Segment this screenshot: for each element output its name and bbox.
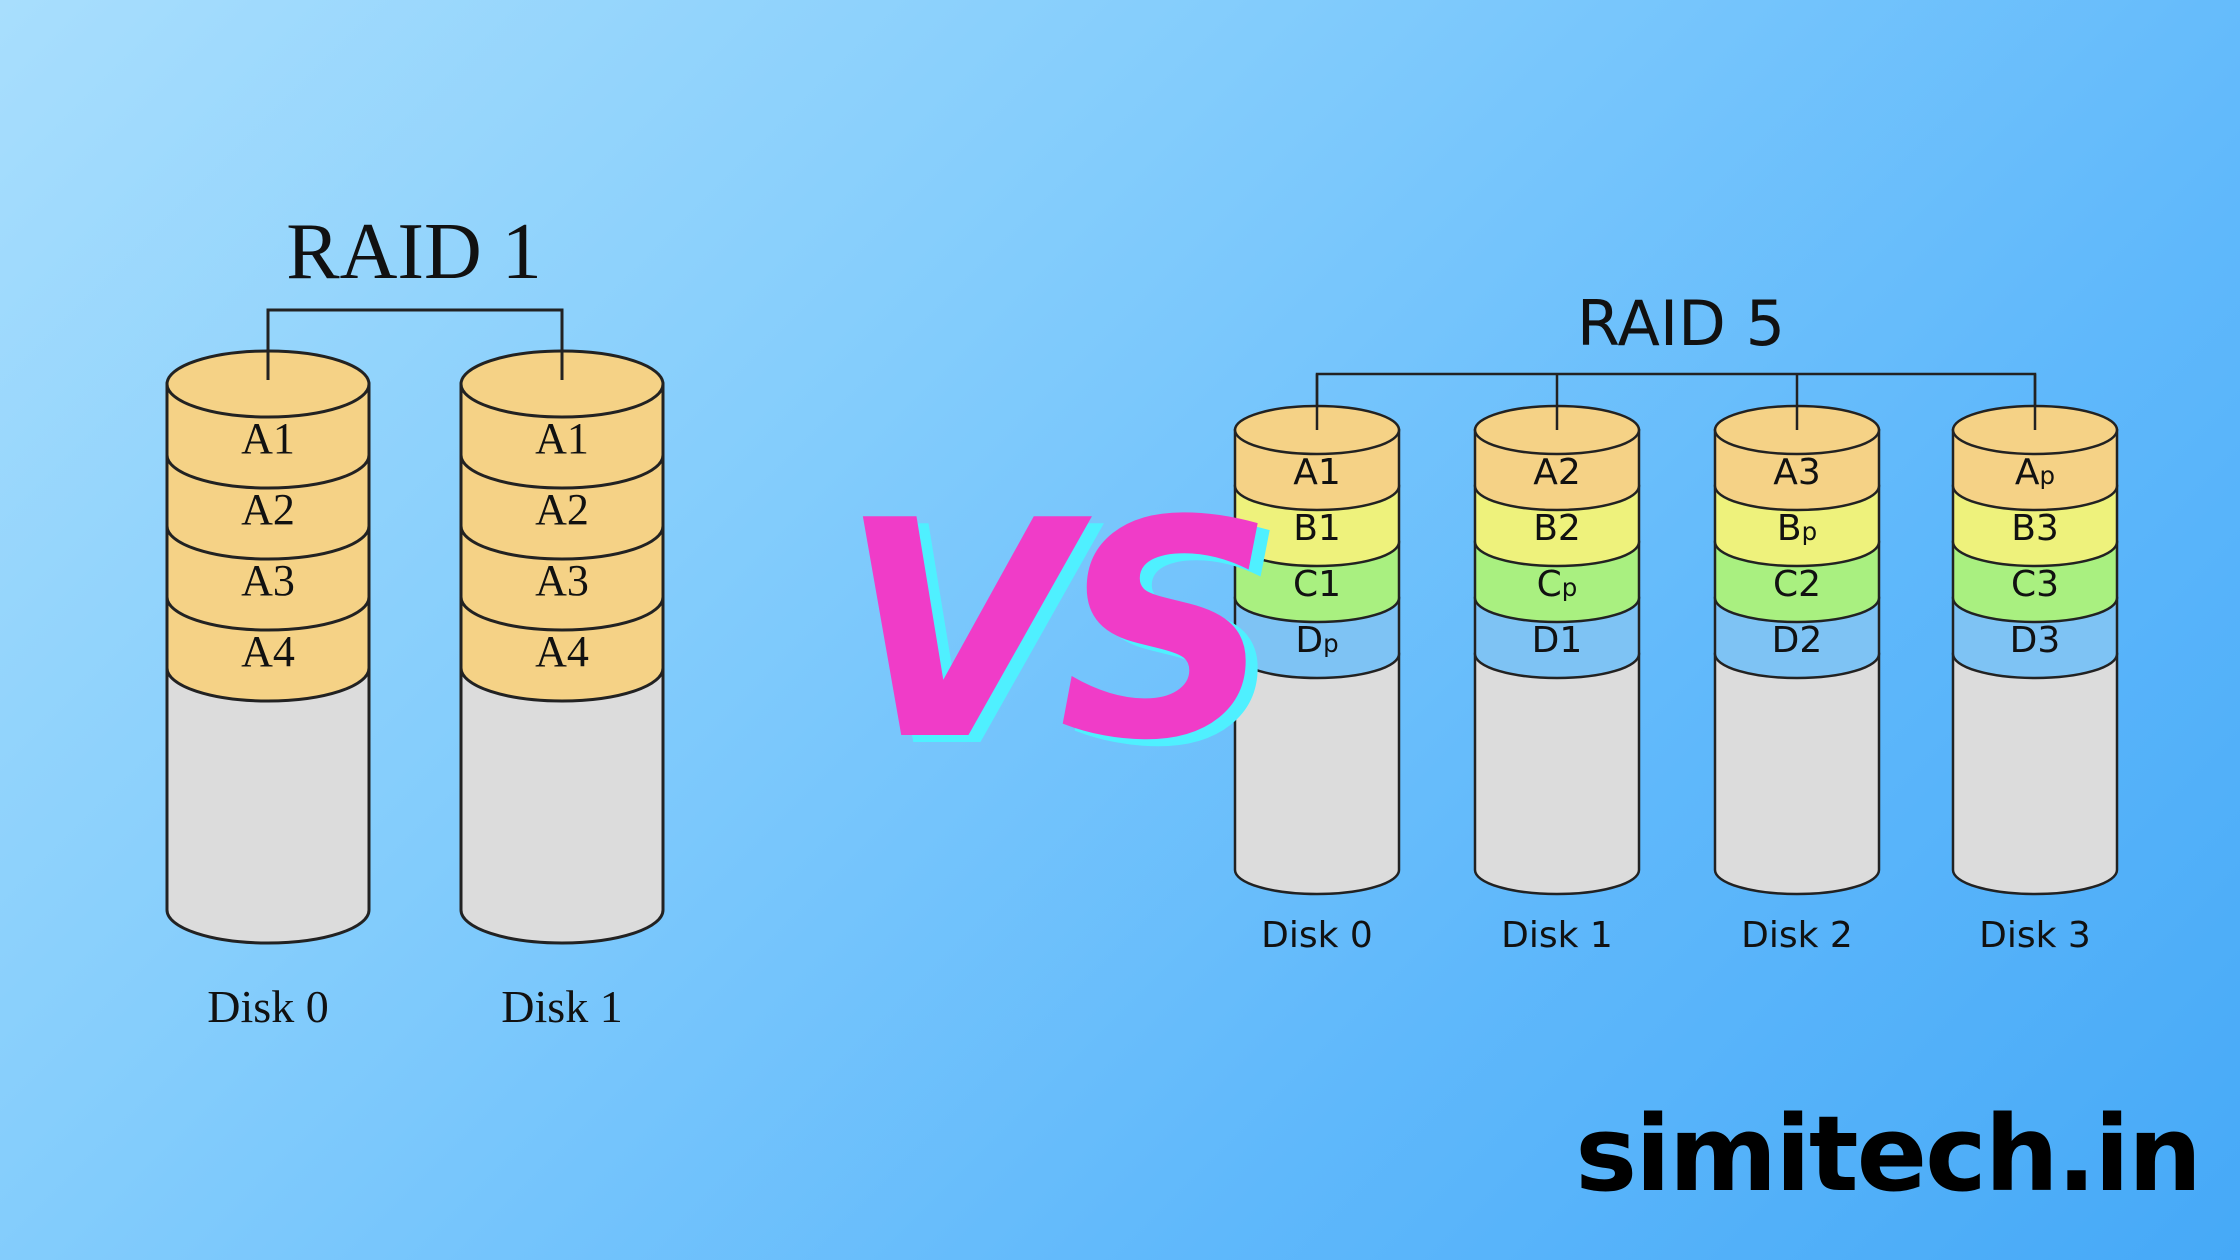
block-label: A3 bbox=[241, 556, 295, 605]
vs-text: VS bbox=[840, 457, 1260, 806]
block-label: B2 bbox=[1533, 508, 1581, 549]
block-label: Bp bbox=[1777, 508, 1817, 549]
raid1-disk-label: Disk 1 bbox=[501, 981, 622, 1032]
block-label: A2 bbox=[1533, 452, 1581, 493]
disk-body bbox=[459, 666, 665, 945]
raid5-disk-0: Dp C1 B1 A1 bbox=[1233, 404, 1401, 896]
block-label: D3 bbox=[2010, 620, 2061, 661]
raid5-disk-3: D3 C3 B3 Ap bbox=[1951, 404, 2119, 896]
raid5-disk-2: D2 C2 Bp A3 bbox=[1713, 404, 1881, 896]
disk-body bbox=[1473, 652, 1641, 896]
block-label: D2 bbox=[1772, 620, 1823, 661]
block-label: A1 bbox=[241, 414, 295, 463]
raid5-disk-label: Disk 3 bbox=[1979, 915, 2091, 956]
site-watermark: simitech.in bbox=[1575, 1093, 2202, 1215]
block-label: C1 bbox=[1293, 564, 1341, 605]
raid5-connector bbox=[1315, 372, 2037, 430]
disk-body bbox=[1951, 652, 2119, 896]
block-label: Dp bbox=[1295, 620, 1338, 661]
disk-body bbox=[1233, 652, 1401, 896]
block-label: C3 bbox=[2011, 564, 2059, 605]
block-label: D1 bbox=[1532, 620, 1583, 661]
raid5-title: RAID 5 bbox=[1577, 287, 1785, 360]
block-label: C2 bbox=[1773, 564, 1821, 605]
raid5-disk-label: Disk 2 bbox=[1741, 915, 1853, 956]
raid1-connector bbox=[266, 308, 564, 380]
vs-graphic: VS VS bbox=[840, 457, 1286, 813]
disk-body bbox=[165, 666, 371, 945]
raid5-disk-label: Disk 0 bbox=[1261, 915, 1373, 956]
block-label: A2 bbox=[241, 485, 295, 534]
raid1-disk-0: A4 A3 A2 A1 bbox=[165, 349, 371, 945]
block-label: A2 bbox=[535, 485, 589, 534]
block-label: A1 bbox=[1293, 452, 1341, 493]
raid1-disk-label: Disk 0 bbox=[207, 981, 328, 1032]
raid5-disk-1: D1 Cp B2 A2 bbox=[1473, 404, 1641, 896]
block-label: A3 bbox=[535, 556, 589, 605]
block-label: A4 bbox=[535, 627, 589, 676]
raid1-disk-1: A4 A3 A2 A1 bbox=[459, 349, 665, 945]
raid1-title: RAID 1 bbox=[286, 208, 542, 296]
raid5-disk-label: Disk 1 bbox=[1501, 915, 1613, 956]
block-label: A1 bbox=[535, 414, 589, 463]
block-label: A3 bbox=[1773, 452, 1821, 493]
block-label: B3 bbox=[2011, 508, 2059, 549]
block-label: B1 bbox=[1293, 508, 1341, 549]
vs-text-shadow: VS bbox=[852, 464, 1272, 813]
block-label: A4 bbox=[241, 627, 295, 676]
block-label: Ap bbox=[2015, 452, 2055, 493]
block-label: Cp bbox=[1537, 564, 1578, 605]
disk-body bbox=[1713, 652, 1881, 896]
